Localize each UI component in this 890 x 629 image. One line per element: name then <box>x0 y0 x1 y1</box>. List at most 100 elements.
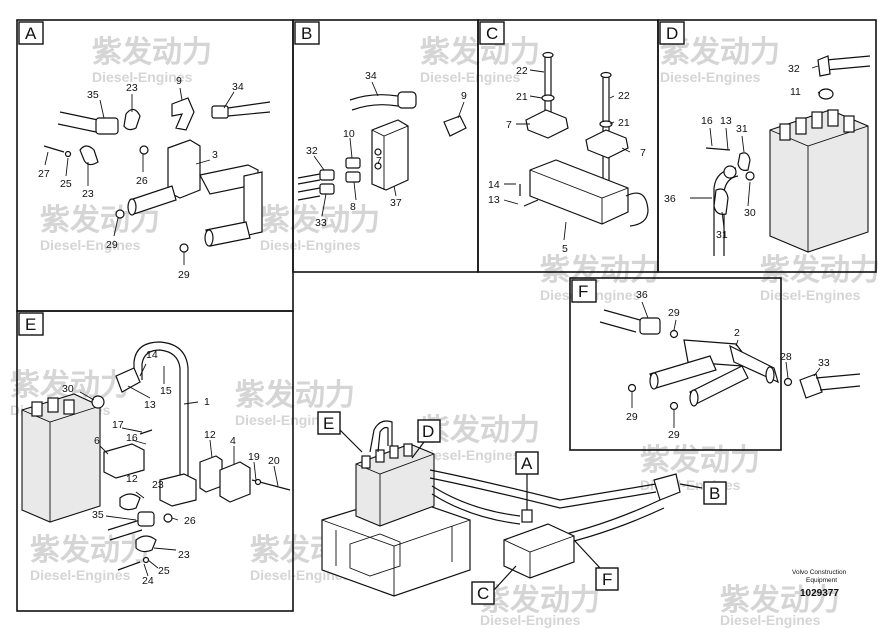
callout-31: 31 <box>736 123 748 135</box>
elbow-fitting <box>443 115 467 137</box>
valve-spool <box>375 449 385 463</box>
callout-29: 29 <box>626 411 638 423</box>
clamp <box>123 108 141 131</box>
control-valve <box>21 393 101 523</box>
elbow-fitting <box>817 55 831 77</box>
hose <box>349 94 399 111</box>
watermark-text: Diesel-Engines <box>480 612 581 628</box>
pipe <box>369 420 393 453</box>
section-label-box <box>595 567 619 591</box>
base-frame-edges <box>321 519 471 596</box>
callout-37: 37 <box>390 197 402 209</box>
callout-22: 22 <box>516 65 528 77</box>
watermark-text: Diesel-Engines <box>660 69 761 85</box>
hose <box>227 101 271 117</box>
washer <box>254 478 262 486</box>
valve-block-b <box>653 473 681 501</box>
callout-28: 28 <box>780 351 792 363</box>
mounting-plate <box>103 443 145 479</box>
screw <box>139 429 153 435</box>
valve-spool <box>403 443 413 457</box>
valve-spool <box>811 111 823 129</box>
callout-13: 13 <box>488 194 500 206</box>
callout-36: 36 <box>636 289 648 301</box>
callout-11: 11 <box>790 86 801 98</box>
section-label-box <box>471 581 495 605</box>
callout-25: 25 <box>60 178 72 190</box>
callout-23: 23 <box>82 188 94 200</box>
callout-10: 10 <box>343 128 355 140</box>
valve-spool <box>843 115 855 133</box>
pipe-end <box>204 229 214 247</box>
callout-14: 14 <box>146 349 158 361</box>
watermark-text: Diesel-Engines <box>260 237 361 253</box>
hose <box>825 55 871 71</box>
elbow-fitting <box>799 373 823 399</box>
callout-31: 31 <box>716 229 728 241</box>
callout-35: 35 <box>92 509 104 521</box>
watermark-text: Diesel-Engines <box>92 69 193 85</box>
callout-13: 13 <box>720 115 732 127</box>
pipe <box>133 341 189 486</box>
valve-spool <box>795 117 807 135</box>
o-ring <box>163 513 173 523</box>
leader <box>679 483 703 489</box>
bolt-head <box>600 71 612 79</box>
valve-block <box>371 119 409 191</box>
section-label-box <box>294 21 320 45</box>
flange-block <box>159 473 197 507</box>
watermark-brand: 紫发动力 <box>640 444 760 477</box>
clamp <box>737 152 751 171</box>
overview-assembly: E D A B C F <box>317 411 727 605</box>
pipe-riser <box>243 171 263 237</box>
callout-23: 23 <box>178 549 190 561</box>
hose-fitting <box>319 169 335 181</box>
section-label-f: F <box>578 282 588 301</box>
clamp-plate <box>585 129 629 159</box>
section-label-d: D <box>666 24 678 43</box>
adapter <box>345 171 361 183</box>
pipe-branch <box>649 355 717 389</box>
watermark-brand: 紫发动力 <box>235 379 355 412</box>
port <box>374 162 382 170</box>
callout-29: 29 <box>106 239 118 251</box>
watermark-text: Diesel-Engines <box>235 412 336 428</box>
callout-21: 21 <box>516 91 528 103</box>
hose-fitting <box>95 117 119 135</box>
callout-35: 35 <box>87 89 99 101</box>
panel-e: 14 15 30 13 1 17 16 6 12 4 19 20 12 23 3… <box>21 341 291 587</box>
watermark-brand: 紫发动力 <box>480 584 600 617</box>
washer <box>541 94 555 102</box>
callout-8: 8 <box>350 201 356 213</box>
watermark-brand: 紫发动力 <box>260 204 380 237</box>
washer <box>142 556 150 564</box>
base-cutout <box>349 533 401 577</box>
pipe-end <box>649 372 659 390</box>
panel-f: 36 29 2 28 33 29 29 <box>599 289 861 441</box>
o-ring <box>669 401 679 411</box>
hose <box>431 485 521 525</box>
section-label-box <box>18 21 44 45</box>
watermark-text: Diesel-Engines <box>40 237 141 253</box>
o-ring <box>723 165 737 179</box>
callout-30: 30 <box>744 207 756 219</box>
valve-spool <box>389 445 399 459</box>
footer-company: Volvo Construction <box>792 569 847 576</box>
callout-33: 33 <box>818 357 830 369</box>
watermark-brand: 紫发动力 <box>540 254 660 287</box>
callout-29: 29 <box>668 429 680 441</box>
pipe-flange <box>115 367 141 393</box>
adapter <box>345 157 361 169</box>
pipe-end <box>689 389 699 407</box>
callout-13: 13 <box>144 399 156 411</box>
o-ring <box>91 395 105 409</box>
callout-3: 3 <box>212 149 218 161</box>
callout-34: 34 <box>365 70 377 82</box>
panel-a: 35 23 9 34 3 27 25 23 26 29 29 <box>38 75 271 281</box>
washer <box>64 150 72 158</box>
callout-7: 7 <box>506 119 512 131</box>
hose <box>815 373 861 391</box>
bracket <box>529 159 629 225</box>
o-ring <box>115 209 125 219</box>
callout-12: 12 <box>204 429 216 441</box>
